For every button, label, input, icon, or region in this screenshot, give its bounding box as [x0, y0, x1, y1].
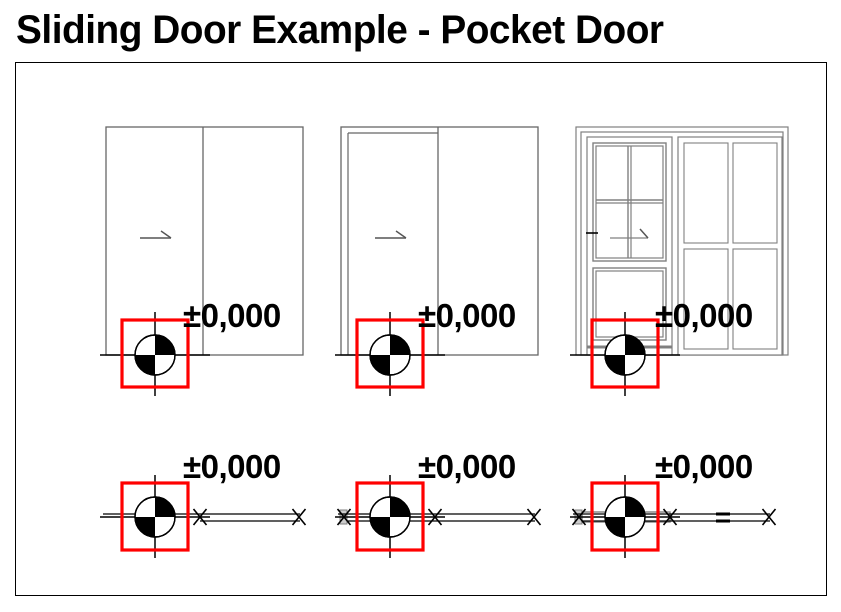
- level-label-elevation-2: ±0,000: [418, 297, 516, 334]
- level-label-plan-3: ±0,000: [655, 448, 753, 485]
- level-label-plan-1: ±0,000: [183, 448, 281, 485]
- level-label-elevation-1: ±0,000: [183, 297, 281, 334]
- level-label-plan-2: ±0,000: [418, 448, 516, 485]
- page-title: Sliding Door Example - Pocket Door: [16, 8, 664, 52]
- level-label-elevation-3: ±0,000: [655, 297, 753, 334]
